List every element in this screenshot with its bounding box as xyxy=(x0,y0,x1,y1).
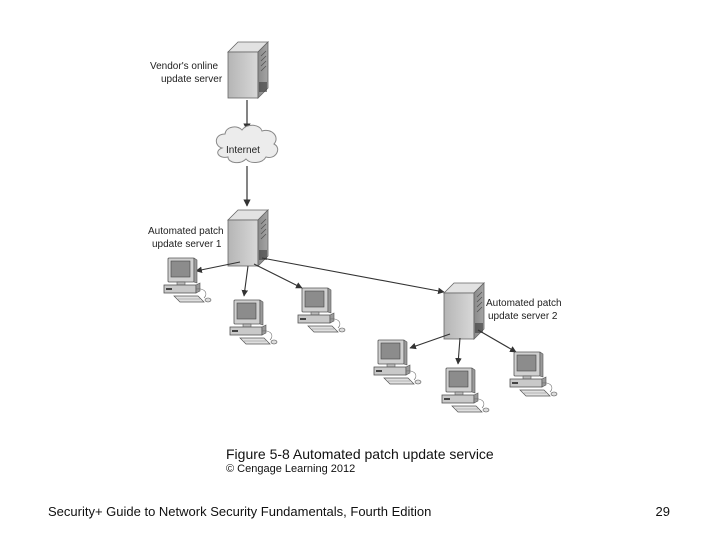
server1-label-line1: Automated patch xyxy=(148,226,224,237)
vendor-server-label-line2: update server xyxy=(161,74,223,85)
vendor-server-label-line1: Vendor's online xyxy=(150,61,219,72)
workstation-icon xyxy=(163,257,212,303)
network-diagram: Vendor's online update server Internet A… xyxy=(148,41,562,413)
workstation-icon xyxy=(297,287,346,333)
workstation-icon xyxy=(441,367,490,413)
server2-label-line2: update server 2 xyxy=(488,311,558,322)
internet-label: Internet xyxy=(226,145,260,156)
patch-server-1-icon xyxy=(227,209,269,267)
internet-cloud-icon xyxy=(215,124,279,164)
server2-label-line1: Automated patch xyxy=(486,298,562,309)
vendor-server-icon xyxy=(227,41,269,99)
workstation-icon xyxy=(509,351,558,397)
server1-label-line2: update server 1 xyxy=(152,239,222,250)
figure-caption: Figure 5-8 Automated patch update servic… xyxy=(226,446,494,462)
footer-book-title: Security+ Guide to Network Security Fund… xyxy=(48,504,432,519)
page-number: 29 xyxy=(655,504,670,519)
workstation-icon xyxy=(229,299,278,345)
figure-credit: © Cengage Learning 2012 xyxy=(226,463,356,475)
